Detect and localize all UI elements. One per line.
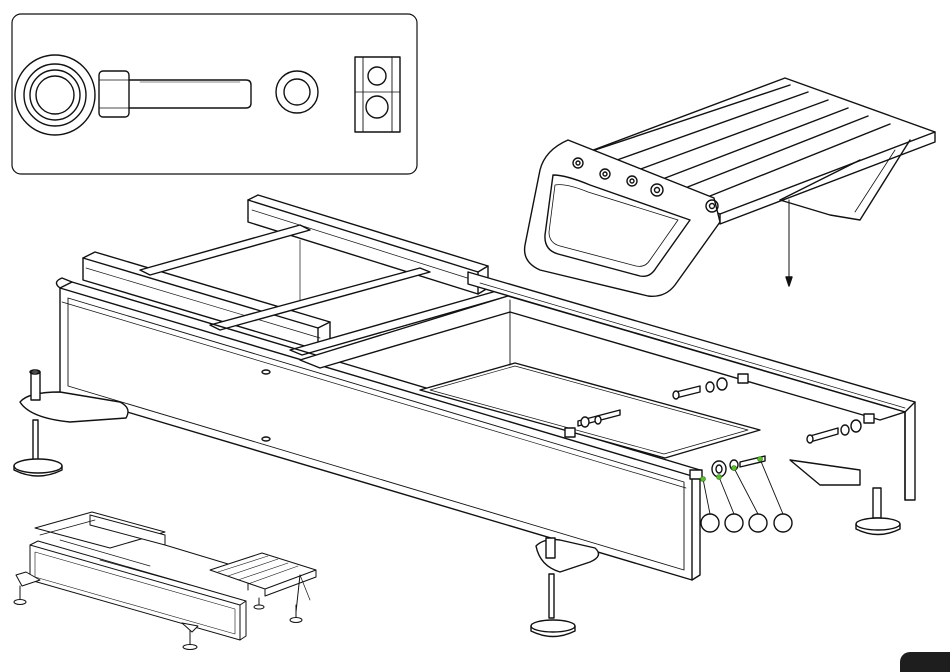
foot-plate-assembly <box>525 78 935 296</box>
bolt-set-callout <box>690 456 765 479</box>
callout-2 <box>717 475 744 533</box>
bolt-set-3 <box>807 414 874 443</box>
callout-1 <box>701 477 720 533</box>
t-slot-nut-icon <box>355 57 400 132</box>
socket-cap-screw-icon <box>99 71 251 117</box>
overview-thumbnail <box>14 512 316 650</box>
levelling-foot-center <box>531 538 599 637</box>
hardware-inset-panel <box>12 14 417 174</box>
washer-icon <box>15 55 95 135</box>
main-base-frame <box>56 272 915 580</box>
page-tab <box>900 652 950 672</box>
spacer-ring-icon <box>276 71 318 113</box>
levelling-foot-right <box>790 460 900 535</box>
